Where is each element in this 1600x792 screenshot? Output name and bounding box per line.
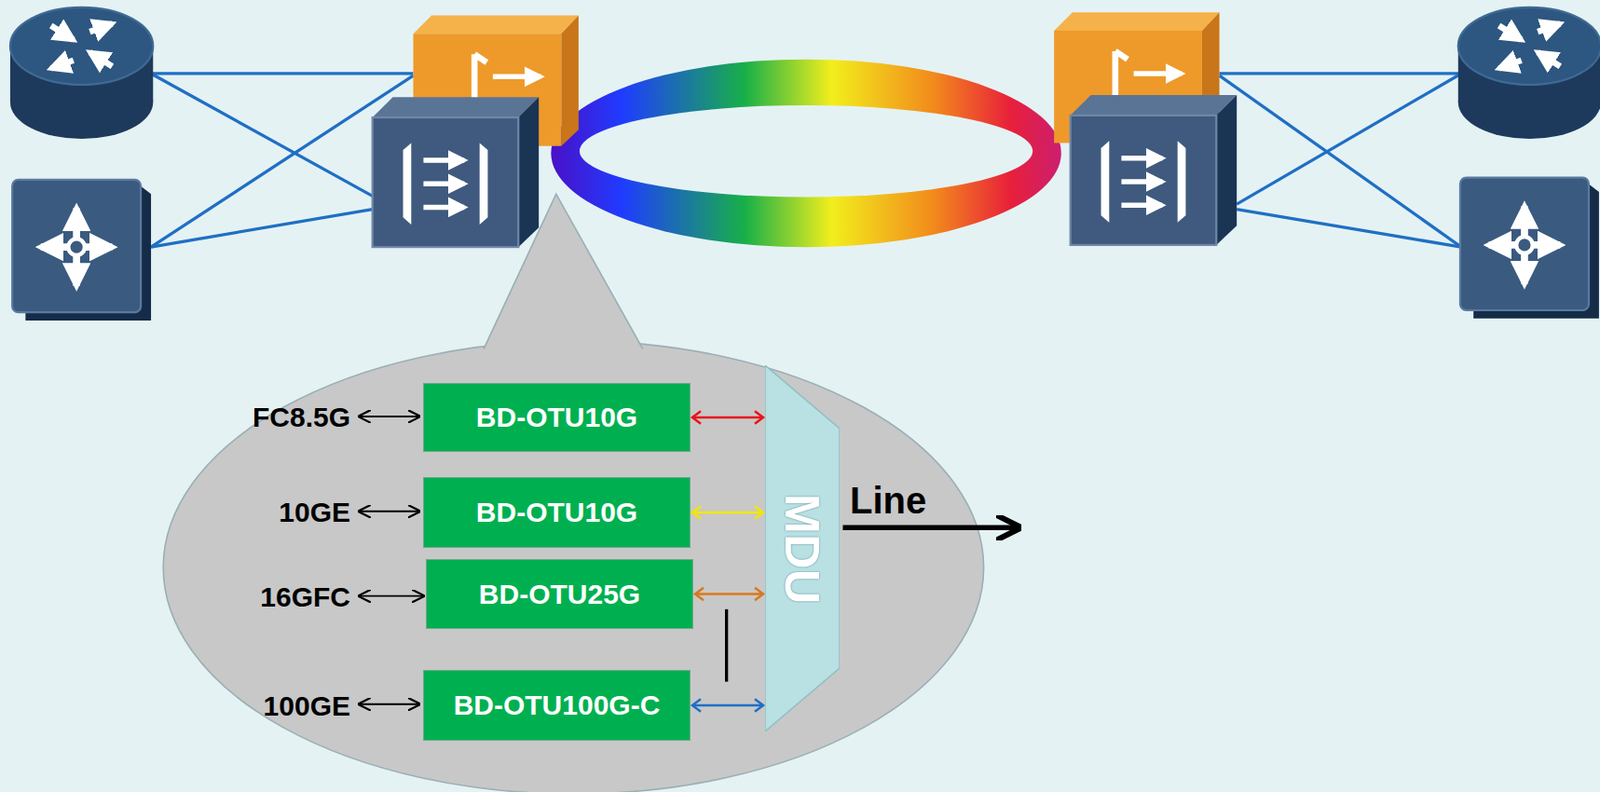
mux-trapezoid: MDU bbox=[765, 365, 840, 732]
board-label: BD-OTU10G bbox=[476, 497, 638, 528]
board-box: BD-OTU10G bbox=[423, 477, 691, 548]
board-box: BD-OTU25G bbox=[425, 559, 694, 630]
mux-label: MDU bbox=[774, 492, 831, 603]
client-signal-label: 10GE bbox=[278, 496, 351, 528]
client-signal-label: FC8.5G bbox=[252, 401, 351, 433]
client-signal-label: 16GFC bbox=[259, 581, 351, 613]
board-box: BD-OTU10G bbox=[423, 382, 691, 452]
board-label: BD-OTU25G bbox=[478, 579, 641, 610]
board-label: BD-OTU10G bbox=[476, 402, 638, 433]
wavelength-connector bbox=[692, 698, 764, 712]
client-signal-label: 100GE bbox=[263, 690, 351, 722]
wavelength-connector bbox=[692, 505, 764, 520]
line-label: Line bbox=[849, 479, 927, 521]
board-label: BD-OTU100G-C bbox=[453, 690, 661, 721]
board-box: BD-OTU100G-C bbox=[423, 670, 691, 741]
wavelength-connector bbox=[692, 410, 764, 424]
wavelength-connector bbox=[695, 588, 764, 602]
